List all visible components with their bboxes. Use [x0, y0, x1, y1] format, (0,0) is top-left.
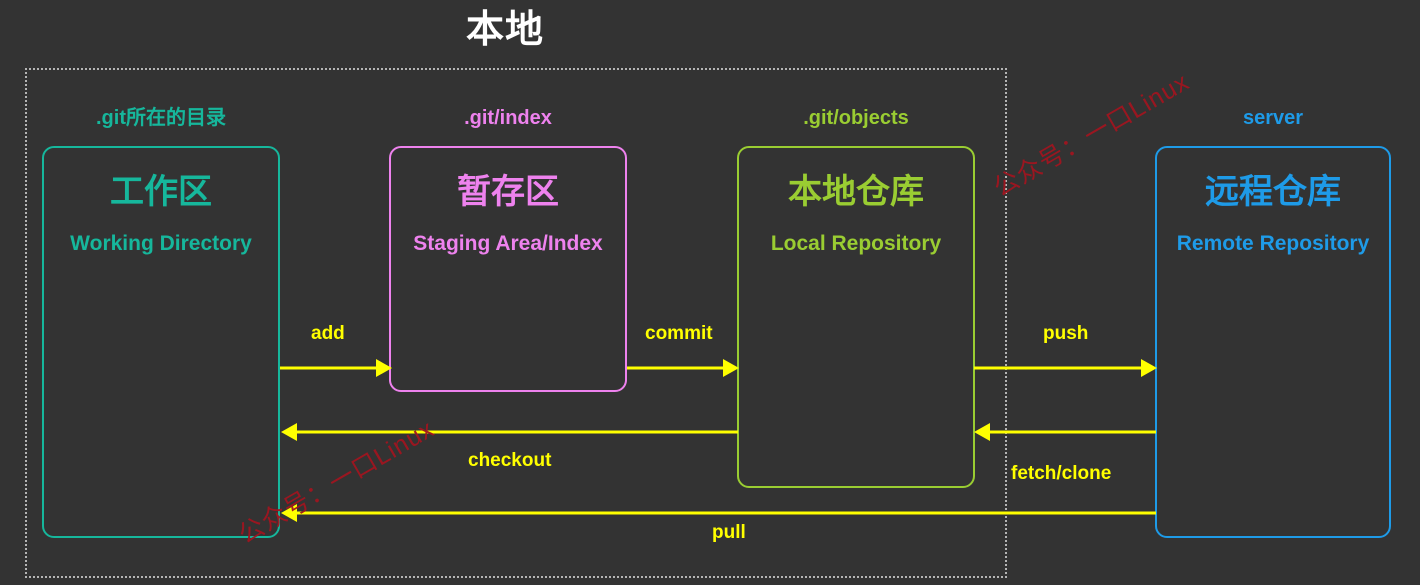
- arrow-push: [974, 359, 1157, 377]
- page-title: 本地: [465, 9, 544, 51]
- local-scope-container: [25, 68, 1007, 578]
- zone-text-working: 工作区 Working Directory: [44, 170, 278, 258]
- zone-title-cn-local-repo: 本地仓库: [788, 173, 924, 211]
- zone-title-en-working: Working Directory: [70, 232, 252, 255]
- zone-caption-remote-repo: server: [1242, 107, 1304, 129]
- zone-title-cn-remote-repo: 远程仓库: [1205, 173, 1341, 211]
- arrow-fetch-clone: [974, 423, 1156, 441]
- zone-text-remote-repo: 远程仓库 Remote Repository: [1157, 170, 1389, 258]
- zone-title-en-remote-repo: Remote Repository: [1176, 232, 1370, 255]
- arrow-label-add: add: [311, 323, 345, 344]
- zone-caption-working: .git所在的目录: [96, 107, 226, 129]
- arrow-label-fetch-clone: fetch/clone: [1011, 463, 1112, 484]
- zone-caption-local-repo: .git/objects: [803, 107, 909, 129]
- zone-box-working[interactable]: 工作区 Working Directory: [42, 146, 280, 538]
- arrow-label-commit: commit: [645, 323, 713, 344]
- zone-title-cn-staging: 暂存区: [457, 173, 559, 211]
- arrow-label-push: push: [1043, 323, 1089, 344]
- zone-text-staging: 暂存区 Staging Area/Index: [391, 170, 625, 258]
- arrow-add: [280, 359, 392, 377]
- zone-caption-staging: .git/index: [464, 107, 552, 129]
- zone-text-local-repo: 本地仓库 Local Repository: [739, 170, 973, 258]
- arrow-commit: [627, 359, 739, 377]
- zone-title-en-local-repo: Local Repository: [770, 232, 942, 255]
- zone-title-cn-working: 工作区: [110, 173, 212, 211]
- zone-box-staging[interactable]: 暂存区 Staging Area/Index: [389, 146, 627, 392]
- zone-title-en-staging: Staging Area/Index: [413, 232, 603, 255]
- arrow-pull: [281, 504, 1156, 522]
- arrow-label-pull: pull: [712, 522, 746, 543]
- zone-box-local-repo[interactable]: 本地仓库 Local Repository: [737, 146, 975, 488]
- arrow-checkout: [281, 423, 738, 441]
- arrow-label-checkout: checkout: [468, 450, 552, 471]
- zone-box-remote-repo[interactable]: 远程仓库 Remote Repository: [1155, 146, 1391, 538]
